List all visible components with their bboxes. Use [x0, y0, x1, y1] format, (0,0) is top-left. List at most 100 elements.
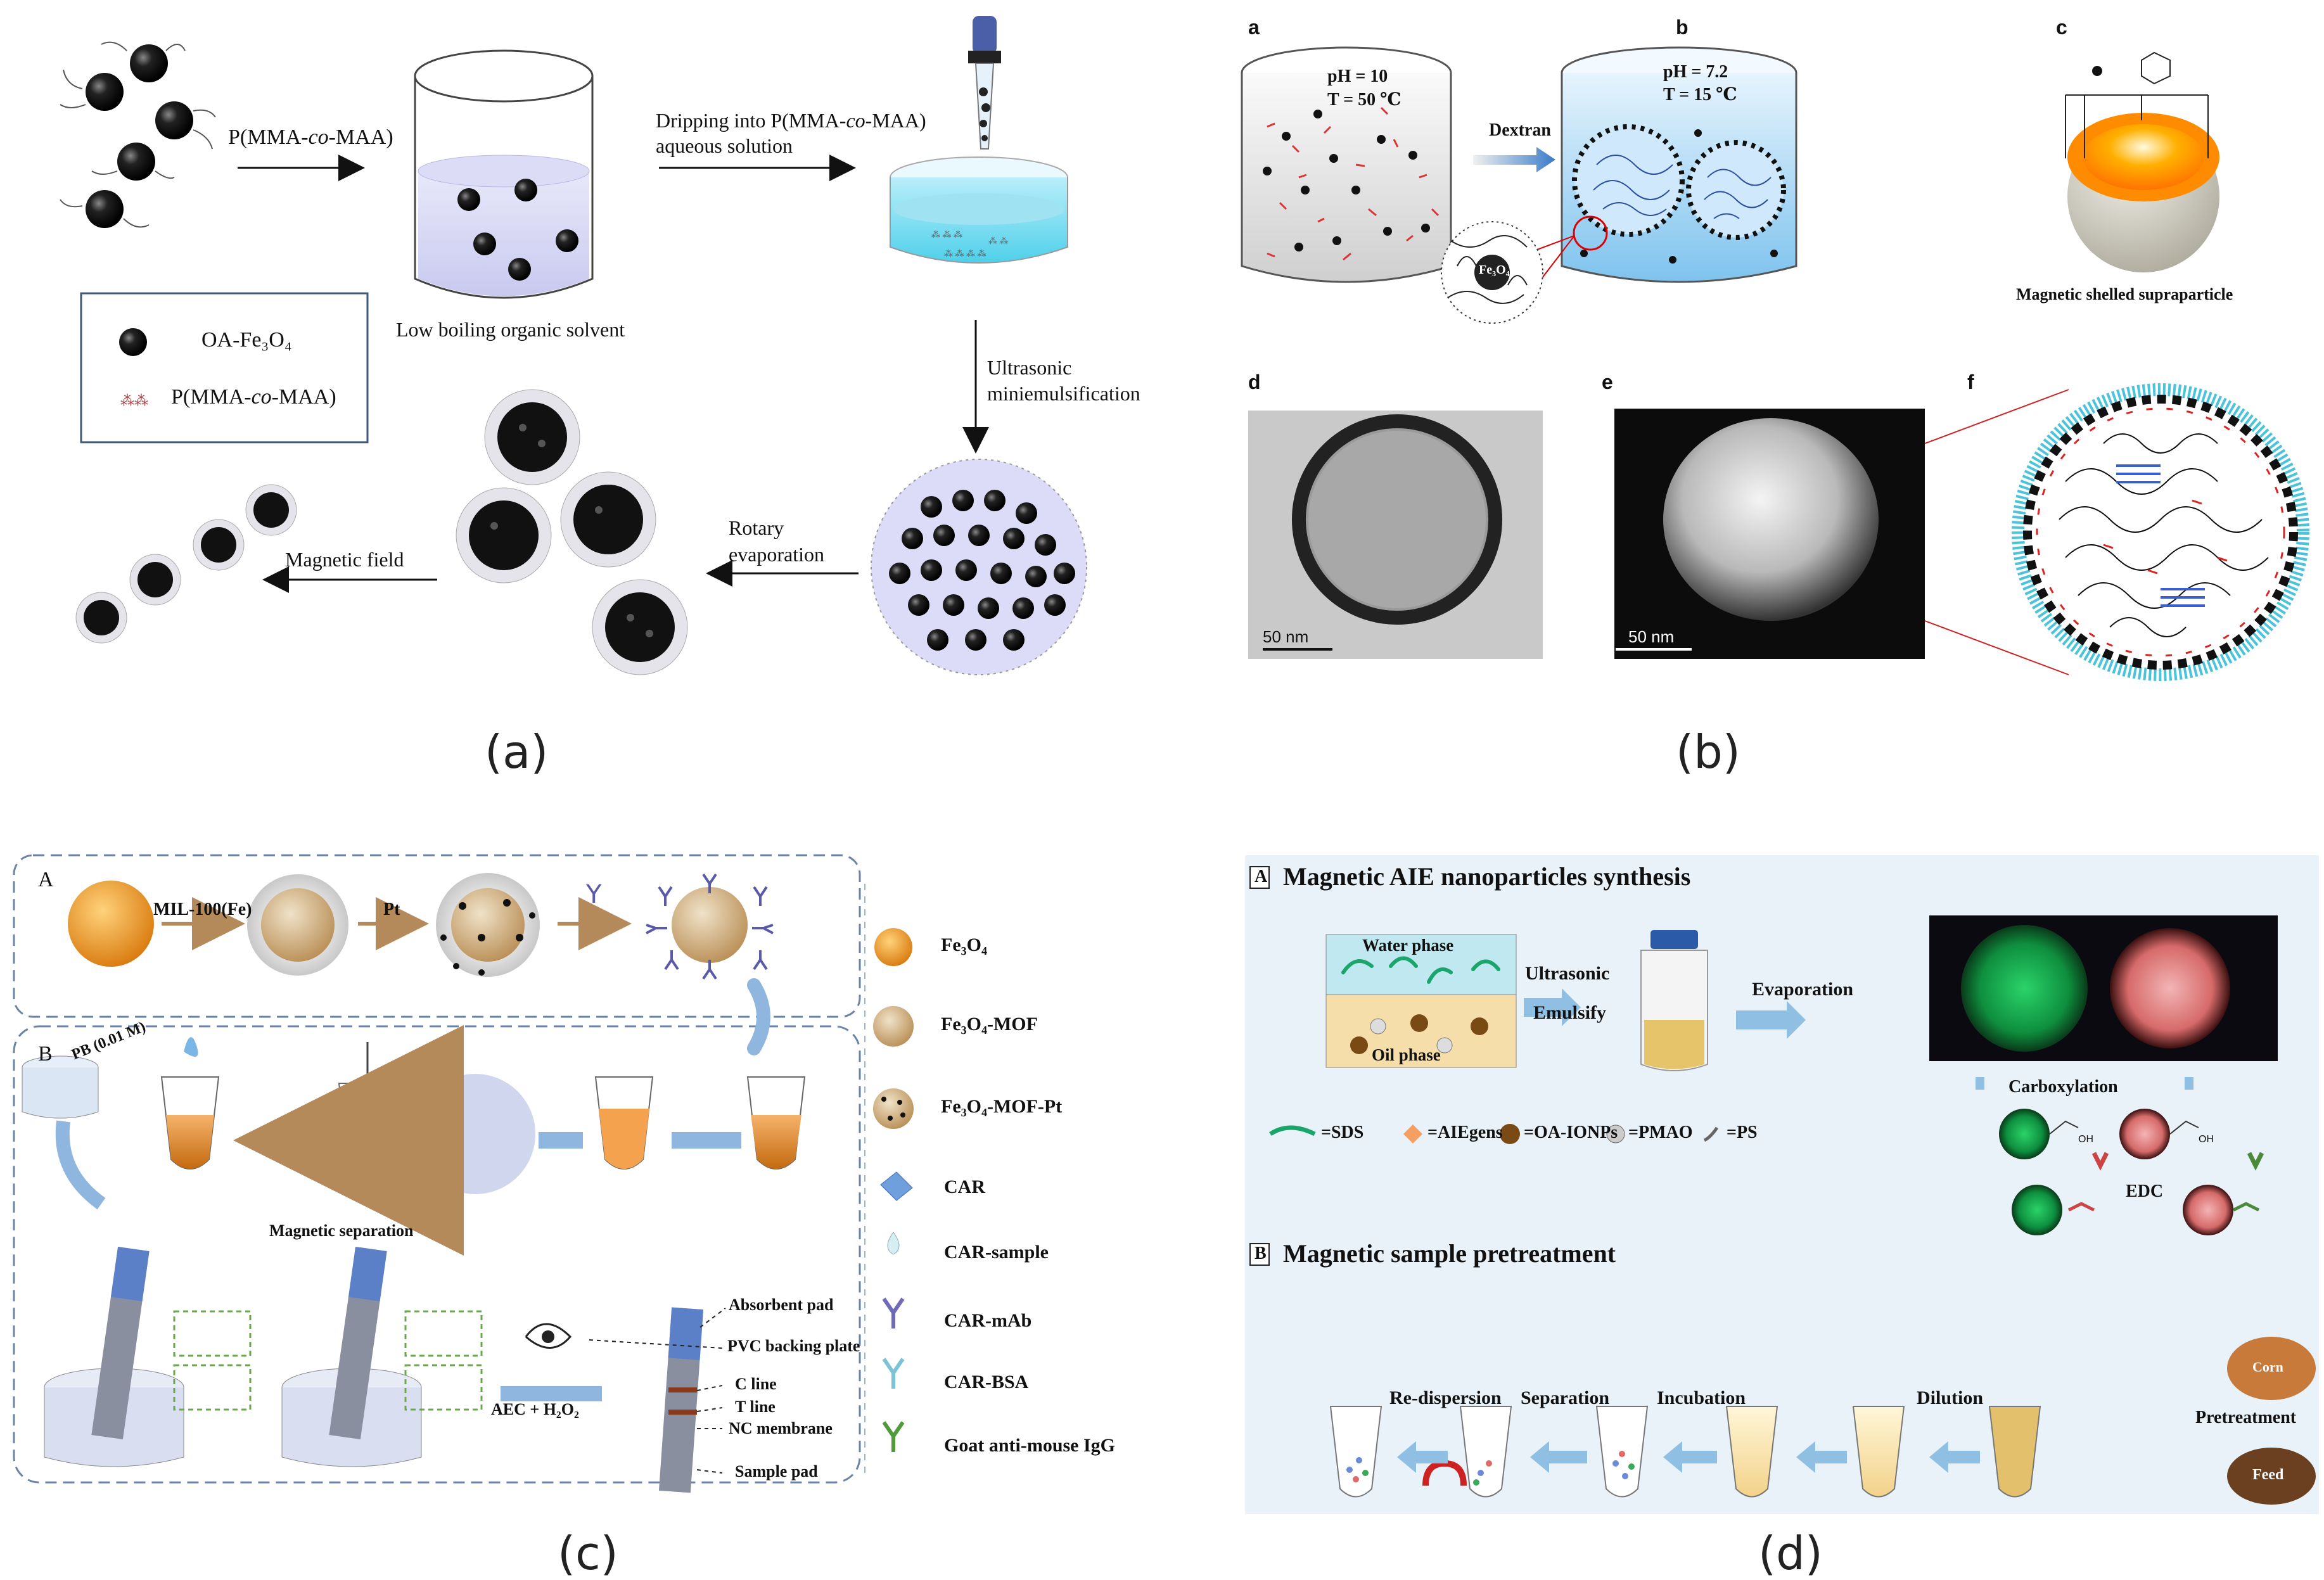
scale-bar-d: 50 nm — [1263, 627, 1309, 646]
fe3o4-dextran-cluster — [1441, 221, 1543, 324]
caption-c: (c) — [558, 1527, 618, 1580]
separated-spheres — [75, 484, 297, 644]
step1-label: P(MMA-co-MAA) — [228, 125, 393, 149]
panel-c-legend-icons — [873, 928, 914, 1452]
step5-label: Magnetic field — [285, 548, 404, 571]
section-d-a-letter: A — [1255, 867, 1268, 886]
legend-box — [80, 292, 369, 443]
legend-c-car-mab: CAR-mAb — [944, 1310, 1032, 1331]
tubes-row — [160, 1042, 806, 1194]
magnetic-separation-label: Magnetic separation — [269, 1221, 414, 1240]
oa-fe3o4-particles — [60, 41, 216, 228]
step3-label-line2: miniemulsification — [987, 382, 1140, 405]
legend-item-polymer: P(MMA-co-MAA) — [171, 385, 336, 409]
legend-c-car-bsa: CAR-BSA — [944, 1372, 1029, 1392]
legend-d-aiegens: =AIEgens — [1427, 1123, 1503, 1142]
dropper — [968, 16, 1001, 150]
step3-label-line1: Ultrasonic — [987, 356, 1072, 379]
step-redispersion: Re-dispersion — [1389, 1387, 1502, 1408]
carboxylation-label: Carboxylation — [2008, 1077, 2118, 1097]
svg-text:⁂ ⁂: ⁂ ⁂ — [988, 236, 1009, 246]
svg-text:⁂ ⁂ ⁂: ⁂ ⁂ ⁂ — [931, 229, 962, 240]
alkaline-beaker — [1241, 46, 1452, 283]
svg-text:⁂ ⁂ ⁂ ⁂: ⁂ ⁂ ⁂ ⁂ — [944, 248, 986, 259]
label-b-c: c — [2056, 16, 2067, 39]
strip-label-nc: NC membrane — [729, 1419, 833, 1437]
panel-b-graphics — [1241, 46, 2309, 681]
strip-label-c-line: C line — [735, 1375, 777, 1393]
right-beaker-ph: pH = 7.2 — [1663, 62, 1728, 82]
label-b-a: a — [1248, 16, 1260, 39]
panel-d-graphics — [1249, 866, 2316, 1505]
strip-label-absorbent: Absorbent pad — [729, 1296, 834, 1314]
legend-c-goat-igg: Goat anti-mouse IgG — [944, 1435, 1115, 1456]
section-d-b-letter: B — [1255, 1244, 1267, 1263]
edc-label: EDC — [2126, 1182, 2164, 1201]
section-d-b-title: Magnetic sample pretreatment — [1283, 1239, 1616, 1268]
caption-b: (b) — [1676, 725, 1740, 779]
composite-spheres — [456, 389, 688, 675]
label-b-f: f — [1967, 371, 1974, 393]
legend-d-oa-ionps: =OA-IONPs — [1524, 1123, 1618, 1142]
organic-solvent-beaker — [414, 49, 594, 299]
label-b-e: e — [1602, 371, 1613, 393]
legend-c-fe3o4: Fe₃O₄ — [941, 934, 987, 955]
panel-b: a b c d e f pH = 10 T = 50 ℃ pH = 7.2 T … — [1229, 0, 2324, 760]
pt-label: Pt — [383, 900, 400, 919]
pretreatment-tubes — [1329, 1406, 2041, 1498]
shell-caption: Magnetic shelled supraparticle — [2016, 285, 2233, 303]
section-d-a-title: Magnetic AIE nanoparticles synthesis — [1283, 862, 1691, 891]
legend-d-pmao: =PMAO — [1628, 1123, 1693, 1142]
scale-bar-e: 50 nm — [1628, 627, 1675, 646]
step4-label-line1: Rotary — [729, 516, 784, 539]
panel-c: Y — [0, 843, 1178, 1539]
miniemulsion-droplet — [871, 459, 1087, 675]
oh-label-pink: OH — [2199, 1134, 2214, 1145]
left-beaker-ph: pH = 10 — [1327, 67, 1388, 86]
label-b-b: b — [1676, 16, 1689, 39]
aec-label: AEC + H₂O₂ — [491, 1400, 579, 1418]
corn-label: Corn — [2252, 1359, 2283, 1375]
panel-a-graphics: ⁂ ⁂ ⁂ ⁂ ⁂⁂ ⁂ ⁂ ⁂ — [60, 16, 1087, 675]
beaker-caption: Low boiling organic solvent — [396, 318, 625, 341]
section-b-letter: B — [38, 1042, 53, 1066]
aqueous-dish: ⁂ ⁂ ⁂ ⁂ ⁂⁂ ⁂ ⁂ ⁂ — [890, 156, 1068, 264]
ultrasonic-label: Ultrasonic — [1525, 963, 1610, 984]
legend-d-ps: =PS — [1727, 1123, 1758, 1142]
test-strip-setups — [44, 1246, 704, 1493]
caption-d: (d) — [1758, 1527, 1823, 1580]
dextran-arrow — [1473, 147, 1555, 172]
section-a-letter: A — [38, 868, 54, 891]
strip-label-t-line: T line — [735, 1398, 776, 1416]
panel-d: A Magnetic AIE nanoparticles synthesis B… — [1245, 855, 2319, 1514]
left-beaker-t: T = 50 ℃ — [1327, 90, 1401, 110]
neutral-beaker — [1561, 46, 1797, 283]
svg-text:⁂⁂: ⁂⁂ — [120, 393, 148, 409]
panel-a: ⁂ ⁂ ⁂ ⁂ ⁂⁂ ⁂ ⁂ ⁂ — [0, 0, 1159, 760]
strip-label-sample-pad: Sample pad — [735, 1462, 818, 1481]
step-dilution: Dilution — [1917, 1387, 1984, 1408]
dextran-label: Dextran — [1489, 120, 1551, 140]
panel-c-graphics: Y — [13, 854, 914, 1493]
step4-label-line2: evaporation — [729, 543, 825, 566]
mil-label: MIL-100(Fe) — [153, 900, 252, 919]
water-phase-label: Water phase — [1362, 936, 1454, 955]
emulsify-label: Emulsify — [1533, 1002, 1607, 1023]
legend-c-car-sample: CAR-sample — [944, 1242, 1049, 1263]
step2-label-line2: aqueous solution — [656, 134, 793, 157]
legend-c-fe3o4-mof-pt: Fe₃O₄-MOF-Pt — [941, 1096, 1063, 1117]
oil-phase-label: Oil phase — [1372, 1045, 1441, 1064]
evaporation-label: Evaporation — [1752, 979, 1854, 1000]
step-separation: Separation — [1521, 1387, 1610, 1408]
supraparticle-schematic-f — [2012, 383, 2309, 681]
svg-text:Y: Y — [585, 880, 602, 909]
right-beaker-t: T = 15 ℃ — [1663, 85, 1737, 105]
step2-label-line1: Dripping into P(MMA-co-MAA) — [656, 109, 926, 132]
feed-label: Feed — [2252, 1467, 2284, 1483]
caption-a: (a) — [485, 725, 549, 779]
legend-c-fe3o4-mof: Fe₃O₄-MOF — [941, 1014, 1038, 1035]
legend-d-sds: =SDS — [1321, 1123, 1364, 1142]
step-incubation: Incubation — [1657, 1387, 1746, 1408]
fe3o4-core-label: Fe₃O₄ — [1479, 263, 1510, 277]
oh-label-green: OH — [2078, 1134, 2093, 1145]
